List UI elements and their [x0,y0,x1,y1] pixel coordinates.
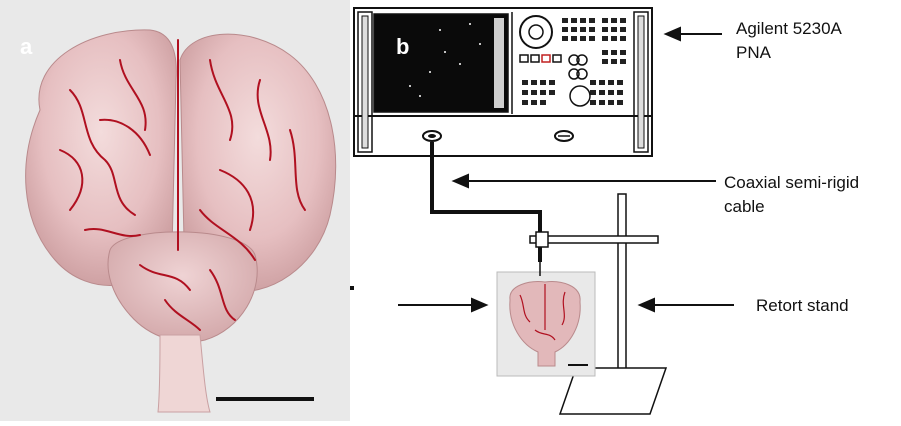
panel-label-a: a [20,34,32,60]
scale-bar [216,397,314,401]
panel-label-b: b [396,34,409,60]
coaxial-cable [432,142,540,262]
brain-sample-thumbnail [497,272,595,376]
brain-photo [0,0,350,421]
stand-label: Retort stand [756,295,849,317]
instrument-label-line1: Agilent 5230A [736,18,842,40]
instrument-label-line2: PNA [736,42,842,64]
instrument-label: Agilent 5230A PNA [736,18,842,64]
cable-label-line2: cable [724,196,859,218]
network-analyzer [354,8,652,156]
panel-a-brain-photo: a [0,0,350,421]
panel-b-measurement-setup: b Agilent 5230A PNA Coaxial semi-rigid c… [350,0,901,421]
cable-label: Coaxial semi-rigid cable [724,172,859,218]
cable-label-line1: Coaxial semi-rigid [724,172,859,194]
